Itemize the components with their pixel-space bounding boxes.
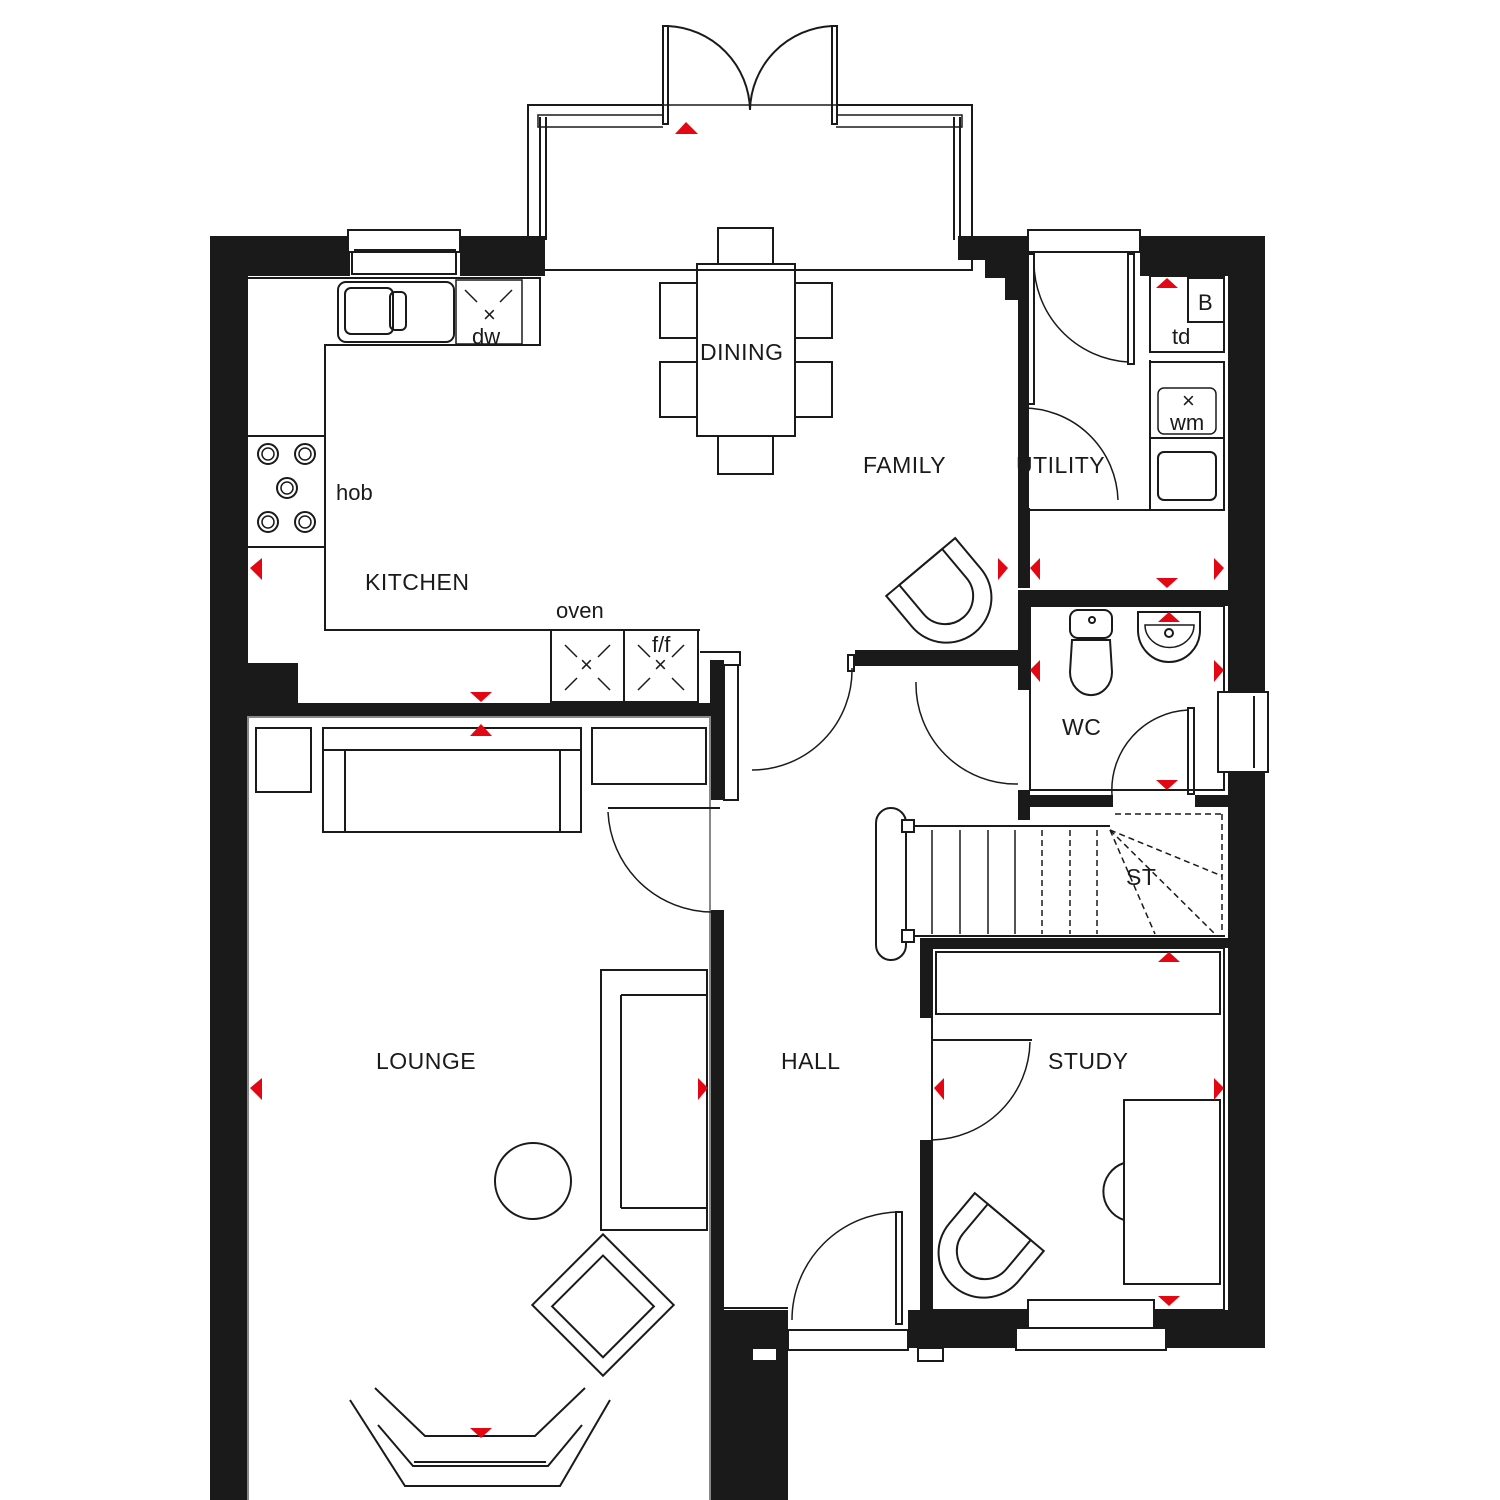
fridge-freezer: × [623,629,699,703]
room-label-family: FAMILY [863,452,946,478]
family-armchair [884,536,993,644]
marker-study-right [1214,1078,1224,1100]
marker-hall-left [934,1078,944,1100]
french-doors[interactable] [528,25,972,125]
marker-wc-left [1030,660,1040,682]
washing-machine-label: wm [1169,410,1204,435]
dining-glazed-bay [527,25,973,271]
marker-kitchen-left [250,558,262,580]
marker-study-bottom [1158,1296,1180,1306]
lounge-bay [349,1387,611,1487]
hall [723,654,1032,1362]
toilet [1068,609,1114,697]
hob [257,443,316,533]
oven-label: oven [556,598,604,623]
hob-label: hob [336,480,373,505]
marker-lounge-left [250,1078,262,1100]
dimension-markers [250,122,1224,1438]
lounge [247,716,720,1500]
marker-kitchen-bottom [470,692,492,702]
room-label-stairs: ST [1126,864,1156,890]
tumble-dryer-label: td [1172,324,1190,349]
marker-wc-top [1158,612,1180,622]
fridge-freezer-label: f/f [652,632,671,657]
room-label-lounge: LOUNGE [376,1048,476,1074]
marker-study-top [1158,952,1180,962]
dishwasher: × dw [455,279,523,349]
marker-wc-bottom [1156,780,1178,790]
boiler-label: B [1198,290,1213,315]
room-label-dining: DINING [700,339,784,365]
marker-lounge-bottom [470,1428,492,1438]
marker-utility-top [1156,278,1178,288]
marker-utility-right [1214,558,1224,580]
svg-text:×: × [483,302,496,327]
svg-text:×: × [580,652,593,677]
room-label-study: STUDY [1048,1048,1128,1074]
marker-lounge-top [470,724,492,736]
staircase[interactable] [875,807,1225,961]
marker-utility-left [1030,558,1040,580]
marker-dining-top [675,122,698,134]
external-walls [210,236,1265,1500]
basin [1137,611,1201,663]
study [931,947,1225,1351]
wc [915,605,1269,796]
oven: × [550,629,625,703]
marker-wc-right [1214,660,1224,682]
room-label-utility: UTILITY [1016,452,1105,478]
marker-family-right [998,558,1008,580]
dishwasher-label: dw [472,324,500,349]
marker-lounge-right [698,1078,708,1100]
sink [337,281,455,343]
svg-text:×: × [654,652,667,677]
marker-utility-bottom [1156,578,1178,588]
utility: B td × wm [1021,229,1225,511]
dining-table [659,227,833,475]
room-label-kitchen: KITCHEN [365,569,469,595]
kitchen: × dw × [248,277,741,703]
room-label-wc: WC [1062,714,1101,740]
room-label-hall: HALL [781,1048,841,1074]
svg-text:×: × [1182,388,1195,413]
kitchen-window [347,229,461,275]
front-door[interactable] [751,1211,944,1362]
